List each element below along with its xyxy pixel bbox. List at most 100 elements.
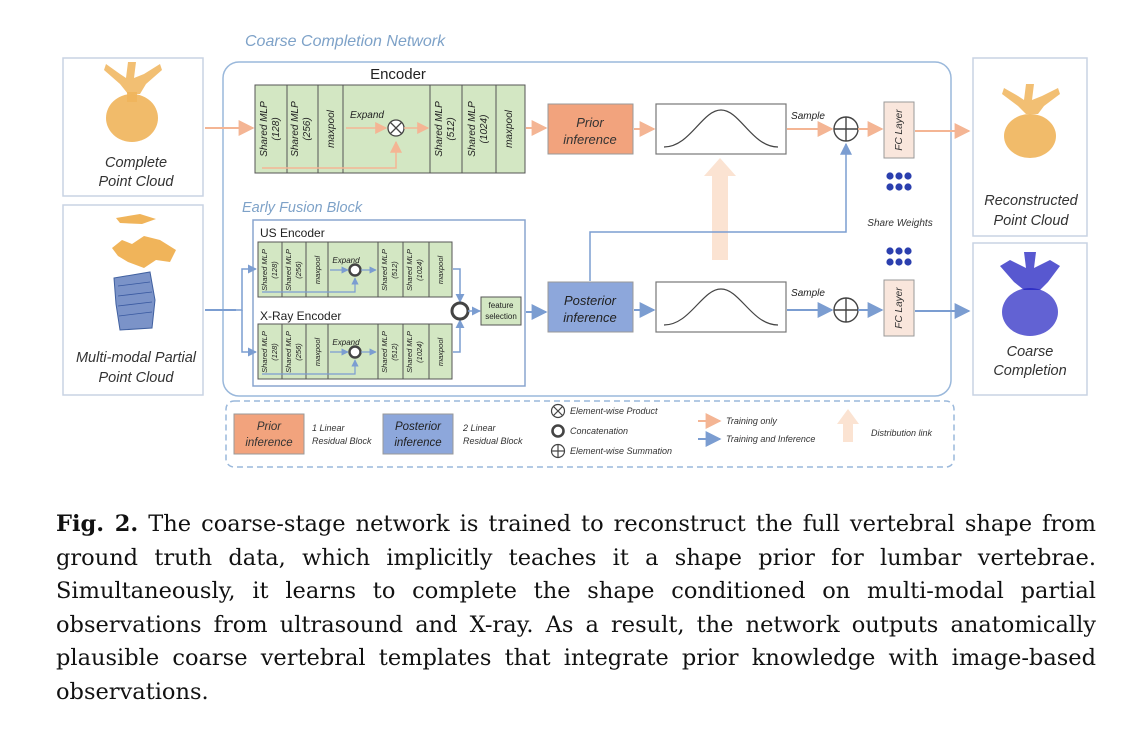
legend-prior-label-1: Prior xyxy=(257,421,282,433)
posterior-gaussian-curve xyxy=(663,288,779,326)
reconstructed-vertebra-icon xyxy=(1002,84,1060,158)
complete-vertebra-icon xyxy=(104,62,162,142)
partial-cloud-icon xyxy=(112,214,176,331)
legend-concat-icon xyxy=(551,424,565,438)
enc-skip-arrow xyxy=(262,140,402,169)
us-mlp256-b: (256) xyxy=(294,261,303,279)
posterior-inference-label-2: inference xyxy=(563,310,616,325)
us-maxpool-2: maxpool xyxy=(436,255,445,284)
enc-maxpool-2: maxpool xyxy=(504,109,515,148)
reconstructed-label-1: Reconstructed xyxy=(984,193,1078,209)
sample-label-bottom: Sample xyxy=(791,288,825,299)
enc-product-icon xyxy=(387,119,405,137)
feature-selection-label-2: selection xyxy=(485,312,517,321)
legend-prior-desc-2: Residual Block xyxy=(312,436,372,446)
fusion-title: Early Fusion Block xyxy=(242,200,363,216)
us-concat-icon xyxy=(348,263,362,277)
legend-concat-label: Concatenation xyxy=(570,426,628,436)
legend-prior-label-2: inference xyxy=(245,437,292,449)
legend-posterior-label-1: Posterior xyxy=(395,421,442,433)
legend-training-only-label: Training only xyxy=(726,416,777,426)
enc-expand: Expand xyxy=(350,110,384,121)
coarse-label-1: Coarse xyxy=(1007,344,1054,360)
xr-mlp1024-b: (1024) xyxy=(415,341,424,363)
share-weights-label: Share Weights xyxy=(867,218,932,229)
network-frame xyxy=(222,61,952,397)
sample-label-top: Sample xyxy=(791,111,825,122)
enc-maxpool-1: maxpool xyxy=(326,109,337,148)
enc-mlp256-b: (256) xyxy=(302,117,313,140)
enc-mlp128-b: (128) xyxy=(271,117,282,140)
fc-layer-top xyxy=(883,101,915,159)
us-mlp1024-b: (1024) xyxy=(415,259,424,281)
enc-mlp256-a: Shared MLP xyxy=(290,101,301,157)
legend-posterior-desc-2: Residual Block xyxy=(463,436,523,446)
xr-mlp256-b: (256) xyxy=(294,343,303,361)
xr-mlp512-b: (512) xyxy=(390,343,399,361)
us-mlp512-b: (512) xyxy=(390,261,399,279)
caption-text: The coarse-stage network is trained to r… xyxy=(56,511,1096,705)
xr-expand: Expand xyxy=(332,338,360,347)
legend-frame xyxy=(225,400,955,468)
network-title: Coarse Completion Network xyxy=(245,33,446,50)
arrow-posterior-to-top-sum xyxy=(589,142,852,281)
share-weights-dots-top xyxy=(886,172,912,191)
prior-gaussian-curve xyxy=(663,109,779,148)
us-skip-arrow xyxy=(262,277,359,293)
xr-concat-icon xyxy=(348,345,362,359)
us-expand: Expand xyxy=(332,256,360,265)
legend-posterior-box xyxy=(382,413,454,455)
fusion-concat-icon xyxy=(450,301,470,321)
arrow-us-to-concat xyxy=(453,268,465,303)
prior-inference-label-1: Prior xyxy=(576,115,604,130)
xr-skip-arrow xyxy=(262,359,359,375)
figure-caption: Fig. 2. The coarse-stage network is trai… xyxy=(56,508,1096,709)
legend-posterior-desc-1: 2 Linear xyxy=(462,423,497,433)
xr-mlp1024-a: Shared MLP xyxy=(405,331,414,373)
legend-sum-label: Element-wise Summation xyxy=(570,446,672,456)
arrow-to-us-encoder xyxy=(236,264,257,311)
prior-inference-label-2: inference xyxy=(563,132,616,147)
feature-selection-label-1: feature xyxy=(489,301,514,310)
legend-product-icon xyxy=(550,403,566,419)
partial-label-2: Point Cloud xyxy=(99,370,175,386)
enc-mlp128-a: Shared MLP xyxy=(259,101,270,157)
share-weights-dots-bottom xyxy=(886,247,912,266)
reconstructed-label-2: Point Cloud xyxy=(994,213,1070,229)
legend-prior-box xyxy=(233,413,305,455)
posterior-inference-box xyxy=(547,281,634,333)
arrow-to-xray-encoder xyxy=(241,310,257,357)
us-mlp128-b: (128) xyxy=(270,261,279,279)
xr-mlp256-a: Shared MLP xyxy=(284,331,293,373)
encoder-title: Encoder xyxy=(370,66,426,83)
distribution-link-arrow xyxy=(704,158,736,260)
us-mlp256-a: Shared MLP xyxy=(284,249,293,291)
prior-inference-box xyxy=(547,103,634,155)
legend-distribution-link-label: Distribution link xyxy=(871,428,933,438)
fc-layer-bottom-label: FC Layer xyxy=(894,287,905,329)
enc-mlp512-a: Shared MLP xyxy=(434,101,445,157)
xr-maxpool-2: maxpool xyxy=(436,337,445,366)
enc-mlp1024-b: (1024) xyxy=(479,115,490,144)
caption-label: Fig. 2. xyxy=(56,511,139,537)
posterior-inference-label-1: Posterior xyxy=(564,293,617,308)
enc-mlp1024-a: Shared MLP xyxy=(467,101,478,157)
legend-product-label: Element-wise Product xyxy=(570,406,658,416)
us-mlp1024-a: Shared MLP xyxy=(405,249,414,291)
arrow-xray-to-concat xyxy=(453,319,465,353)
xr-mlp128-b: (128) xyxy=(270,343,279,361)
fusion-frame xyxy=(252,219,526,387)
legend-sum-icon xyxy=(550,443,566,459)
xr-mlp512-a: Shared MLP xyxy=(380,331,389,373)
partial-label-1: Multi-modal Partial xyxy=(76,350,197,366)
legend-posterior-label-2: inference xyxy=(394,437,441,449)
coarse-vertebra-icon xyxy=(1000,252,1060,336)
fc-layer-bottom xyxy=(883,279,915,337)
us-encoder-title: US Encoder xyxy=(260,226,325,240)
xr-mlp128-a: Shared MLP xyxy=(260,331,269,373)
sum-icon-top xyxy=(833,116,859,142)
legend-distribution-link-icon xyxy=(837,409,859,442)
feature-selection-box xyxy=(480,296,522,326)
coarse-label-2: Completion xyxy=(993,363,1066,379)
